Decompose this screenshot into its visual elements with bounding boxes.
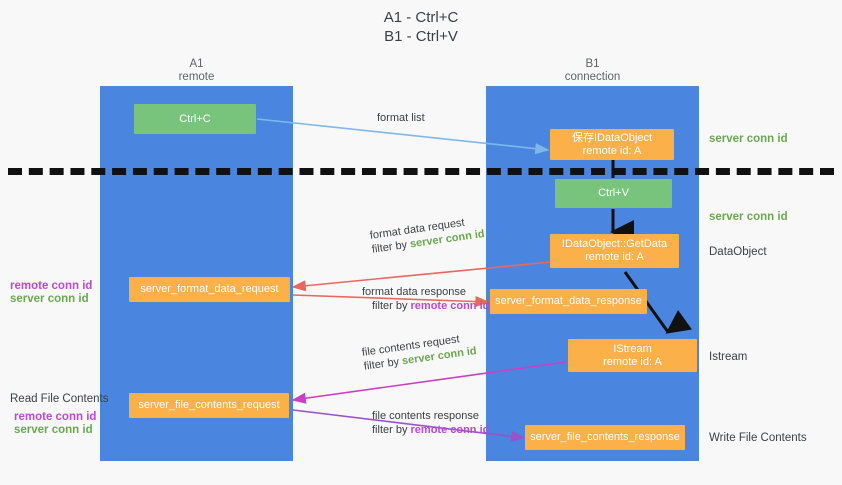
box-getdata[interactable]: IDataObject::GetData remote id: A [550, 234, 679, 268]
box-getdata-line2: remote id: A [585, 251, 644, 263]
edge-label-file-contents-response-filter-prefix: filter by [372, 424, 411, 436]
lane-b1-name: B1 [585, 58, 600, 70]
box-server-format-data-response[interactable]: server_format_data_response [490, 289, 647, 314]
box-istream[interactable]: IStream remote id: A [568, 339, 697, 372]
edge-label-file-contents-request: file contents request filter by server c… [361, 330, 478, 374]
edge-label-file-contents-response-text: file contents response [372, 410, 480, 422]
edge-label-format-list: format list [377, 112, 425, 124]
box-server-format-data-request[interactable]: server_format_data_request [129, 277, 290, 302]
label-server-conn-id-upper: server conn id [10, 293, 89, 305]
box-save-idataobject-line1: 保存IDataObject [571, 131, 653, 144]
box-server-file-contents-request[interactable]: server_file_contents_request [129, 393, 289, 418]
box-server-file-contents-response[interactable]: server_file_contents_response [525, 425, 685, 450]
page-title: A1 - Ctrl+C B1 - Ctrl+V [0, 8, 842, 46]
box-ctrl-v[interactable]: Ctrl+V [555, 179, 672, 208]
box-ctrl-v-label: Ctrl+V [598, 187, 629, 199]
box-server-file-contents-response-label: server_file_contents_response [530, 431, 680, 443]
box-server-format-data-request-label: server_format_data_request [140, 283, 279, 295]
title-line-2: B1 - Ctrl+V [384, 28, 458, 45]
edge-label-format-data-response-filter-prefix: filter by [372, 300, 411, 312]
box-getdata-line1: IDataObject::GetData [561, 238, 668, 250]
box-save-idataobject[interactable]: 保存IDataObject remote id: A [550, 129, 674, 160]
dashed-separator [8, 168, 834, 175]
edge-label-format-data-response-filter-value: remote conn id [410, 300, 490, 312]
lane-b1-sub: connection [564, 71, 621, 83]
label-server-conn-id-mid: server conn id [709, 211, 788, 223]
title-line-1: A1 - Ctrl+C [383, 9, 459, 26]
edge-label-format-data-response: format data response filter by remote co… [362, 285, 489, 313]
box-server-file-contents-request-label: server_file_contents_request [138, 399, 280, 411]
box-save-idataobject-line2: remote id: A [582, 144, 642, 157]
label-istream: Istream [709, 351, 748, 363]
box-server-format-data-response-label: server_format_data_response [495, 295, 642, 307]
lane-a1-sub: remote [178, 71, 215, 83]
edge-label-format-data-request: format data request filter by server con… [369, 213, 486, 257]
label-server-conn-id-top: server conn id [709, 133, 788, 145]
label-remote-conn-id-upper: remote conn id [10, 280, 93, 292]
label-server-conn-id-lower: server conn id [14, 424, 93, 436]
edge-label-format-data-request-filter-prefix: filter by [371, 238, 411, 256]
lane-header-b1: B1 connection [486, 58, 699, 84]
lane-header-a1: A1 remote [100, 58, 293, 84]
edge-label-file-contents-request-filter-prefix: filter by [363, 355, 403, 373]
box-istream-line1: IStream [613, 342, 652, 355]
lane-a1-name: A1 [189, 58, 204, 70]
label-remote-conn-id-lower: remote conn id [14, 411, 97, 423]
label-read-file-contents: Read File Contents [10, 393, 109, 405]
edge-label-file-contents-response-filter-value: remote conn id [410, 424, 490, 436]
box-ctrl-c[interactable]: Ctrl+C [134, 104, 256, 134]
edge-label-file-contents-response: file contents response filter by remote … [372, 409, 489, 437]
box-istream-line2: remote id: A [603, 355, 662, 368]
label-write-file-contents: Write File Contents [709, 432, 807, 444]
box-ctrl-c-label: Ctrl+C [179, 112, 211, 125]
edge-label-format-data-response-text: format data response [362, 286, 466, 298]
label-dataobject: DataObject [709, 246, 767, 258]
